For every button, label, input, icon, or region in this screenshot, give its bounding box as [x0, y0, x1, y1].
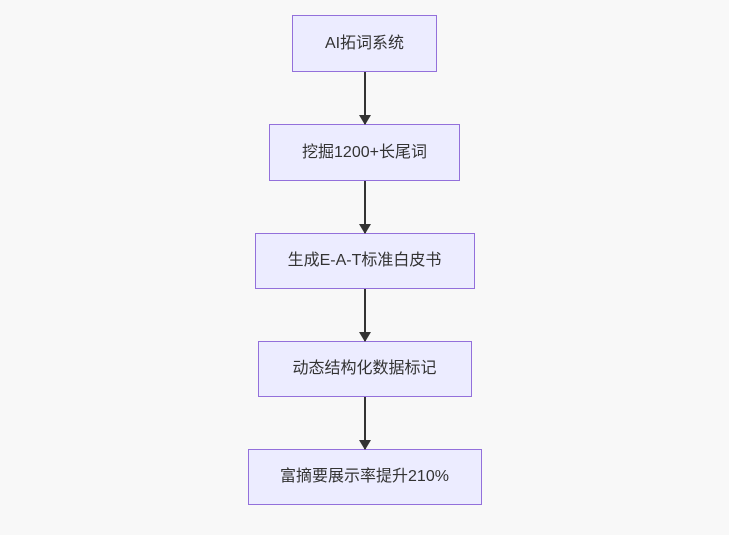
flowchart-node-longtail-mining: 挖掘1200+长尾词 — [269, 124, 460, 181]
flow-arrow — [358, 289, 371, 342]
arrowhead-down-icon — [358, 224, 371, 234]
flowchart-node-ai-keyword-system: AI拓词系统 — [292, 15, 437, 72]
flowchart-node-eat-whitepaper: 生成E-A-T标准白皮书 — [254, 233, 475, 289]
arrowhead-down-icon — [358, 440, 371, 450]
flowchart-node-rich-snippet-result: 富摘要展示率提升210% — [247, 449, 482, 505]
flow-arrow — [358, 397, 371, 450]
flow-arrow — [358, 181, 371, 234]
flow-arrow — [358, 72, 371, 125]
node-label: AI拓词系统 — [324, 34, 405, 52]
node-label: 富摘要展示率提升210% — [280, 468, 449, 486]
arrowhead-down-icon — [358, 115, 371, 125]
flowchart: AI拓词系统 挖掘1200+长尾词 生成E-A-T标准白皮书 动态结构化数据标记… — [0, 15, 729, 505]
node-label: 挖掘1200+长尾词 — [302, 143, 427, 161]
flowchart-node-structured-data: 动态结构化数据标记 — [257, 341, 472, 397]
node-label: 生成E-A-T标准白皮书 — [287, 252, 442, 270]
node-label: 动态结构化数据标记 — [292, 360, 437, 378]
arrowhead-down-icon — [358, 332, 371, 342]
